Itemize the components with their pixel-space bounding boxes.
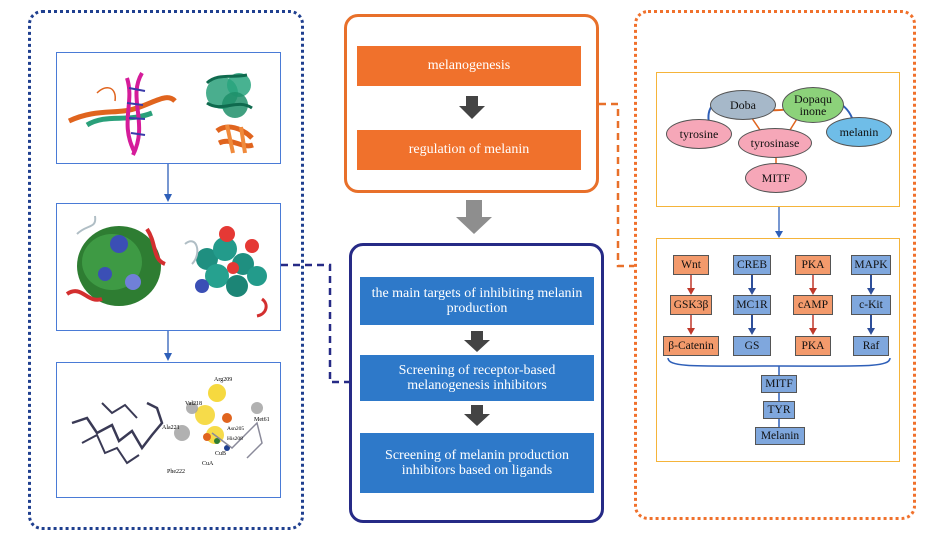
gsk3b-node: GSK3β bbox=[670, 295, 712, 315]
camp-node: cAMP bbox=[793, 295, 833, 315]
tyr-box: TYR bbox=[763, 401, 795, 419]
melanogenesis-label: melanogenesis bbox=[357, 46, 581, 86]
mapk-node: MAPK bbox=[851, 255, 891, 275]
docking-residues-image: Arg209 Val218 Met61 Ala221 Asn205 His208… bbox=[56, 362, 281, 498]
targets-label: the main targets of inhibiting melanin p… bbox=[360, 277, 594, 325]
mitf-node: MITF bbox=[745, 163, 807, 193]
surface-model-image bbox=[56, 203, 281, 331]
protein-structure-image bbox=[56, 52, 281, 164]
doba-node: Doba bbox=[710, 90, 776, 120]
melanin-box: Melanin bbox=[755, 427, 805, 445]
residue-label: His208 bbox=[227, 436, 243, 442]
mitf-box: MITF bbox=[761, 375, 797, 393]
tyrosinase-node: tyrosinase bbox=[738, 128, 812, 158]
residue-label: CuB bbox=[215, 451, 226, 457]
receptor-screening-label: Screening of receptor-based melanogenesi… bbox=[360, 355, 594, 401]
melanin-node: melanin bbox=[826, 117, 892, 147]
docking-illustration: Arg209 Val218 Met61 Ala221 Asn205 His208… bbox=[71, 377, 270, 475]
pka-node-2: PKA bbox=[795, 336, 831, 356]
creb-node: CREB bbox=[733, 255, 771, 275]
residue-label: Met61 bbox=[254, 417, 270, 423]
ribbon-illustration bbox=[67, 71, 254, 156]
beta-catenin-node: β-Catenin bbox=[663, 336, 719, 356]
signaling-panel bbox=[634, 10, 916, 520]
residue-label: Ala221 bbox=[162, 425, 180, 431]
gs-node: GS bbox=[733, 336, 771, 356]
surface-illustration bbox=[65, 215, 268, 318]
pka-node: PKA bbox=[795, 255, 831, 275]
ckit-node: c-Kit bbox=[851, 295, 891, 315]
wnt-node: Wnt bbox=[673, 255, 709, 275]
mc1r-node: MC1R bbox=[733, 295, 771, 315]
dopaquinone-node: Dopaqu inone bbox=[782, 87, 844, 123]
melanogenesis-box bbox=[344, 14, 599, 193]
residue-label: Val218 bbox=[185, 401, 202, 407]
raf-node: Raf bbox=[853, 336, 889, 356]
residue-label: Asn205 bbox=[227, 426, 244, 432]
inhibitor-screening-box bbox=[349, 243, 604, 523]
ligand-screening-label: Screening of melanin production inhibito… bbox=[360, 433, 594, 493]
tyrosine-node: tyrosine bbox=[666, 119, 732, 149]
residue-label: Phe222 bbox=[167, 469, 185, 475]
residue-label: CuA bbox=[202, 461, 214, 467]
structure-panel bbox=[28, 10, 304, 530]
regulation-label: regulation of melanin bbox=[357, 130, 581, 170]
residue-label: Arg209 bbox=[214, 377, 232, 383]
